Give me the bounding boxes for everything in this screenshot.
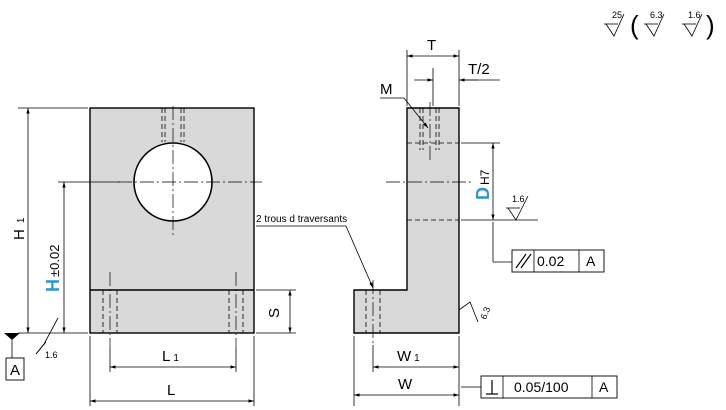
bore-finish-value: 1.6 [512, 194, 525, 204]
finish-check-icon [605, 13, 625, 37]
perpendicular-datum: A [599, 379, 609, 395]
finish-bracket-open: ( [630, 10, 639, 40]
finish-check-icon-4 [35, 317, 59, 355]
perpendicular-icon [486, 380, 498, 395]
dim-w: W [398, 376, 413, 393]
finish-alt2-value: 1.6 [688, 10, 701, 20]
dim-s: S [266, 308, 283, 318]
dim-l: L [167, 382, 175, 399]
finish-main-value: 25 [612, 10, 622, 20]
finish-check-icon-2 [645, 13, 665, 37]
base-finish-value: 6.3 [478, 306, 492, 321]
note-holes: 2 trous d traversants [256, 214, 347, 225]
front-finish-value: 1.6 [45, 350, 58, 360]
datum-a-box [5, 357, 25, 381]
surface-finish-header: 25 ( 6.3 1.6 ) [604, 10, 715, 40]
perpendicular-value: 0.05/100 [514, 379, 569, 395]
datum-a-label: A [10, 362, 20, 379]
label-m: M [380, 81, 393, 98]
parallel-icon [515, 253, 532, 269]
dim-t-half: T/2 [468, 61, 490, 78]
dim-d: DH7 [473, 169, 493, 200]
parallel-value: 0.02 [537, 253, 564, 269]
datum-triangle-icon [4, 333, 20, 340]
finish-check-icon-3 [683, 13, 703, 37]
side-body [353, 107, 460, 334]
dim-h: H±0.02 [43, 245, 63, 292]
dim-t: T [427, 37, 436, 54]
finish-check-icon-5 [507, 195, 529, 221]
finish-alt1-value: 6.3 [650, 10, 663, 20]
parallel-datum: A [586, 253, 596, 269]
dim-h1: H1 [11, 217, 28, 240]
finish-check-icon-6 [458, 301, 479, 323]
perpendicular-tolerance-frame: 0.05/100 A [461, 375, 618, 399]
side-view: T T/2 M DH7 1.6 2 trous d traversants 6.… [256, 37, 538, 406]
parallel-tolerance-frame: 0.02 A [511, 249, 605, 273]
finish-bracket-close: ) [706, 10, 715, 40]
